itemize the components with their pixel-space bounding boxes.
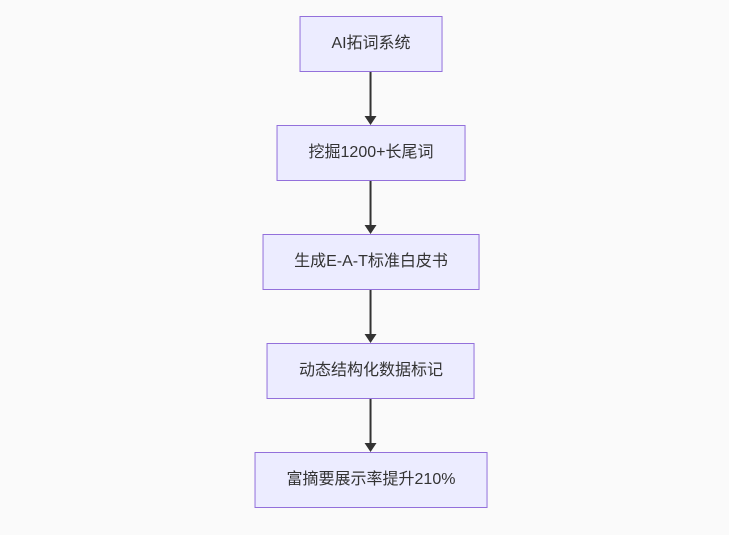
flow-edge-n3-n4 (364, 290, 378, 343)
edge-line (370, 399, 372, 449)
flow-node-ai-word-expansion-system: AI拓词系统 (299, 16, 443, 72)
edge-line (370, 181, 372, 231)
edge-line (370, 72, 372, 122)
edge-line (370, 290, 372, 340)
flow-edge-n1-n2 (364, 72, 378, 125)
flow-node-generate-eat-whitepaper: 生成E-A-T标准白皮书 (262, 234, 480, 290)
flow-node-rich-snippet-rate-increase: 富摘要展示率提升210% (254, 452, 488, 508)
flow-edge-n4-n5 (364, 399, 378, 452)
arrowhead-down-icon (365, 225, 377, 234)
arrowhead-down-icon (365, 116, 377, 125)
flowchart: AI拓词系统 挖掘1200+长尾词 生成E-A-T标准白皮书 动态结构化数据标记… (254, 16, 488, 508)
flow-node-mine-longtail-keywords: 挖掘1200+长尾词 (276, 125, 466, 181)
flow-node-dynamic-structured-data-markup: 动态结构化数据标记 (266, 343, 475, 399)
flow-edge-n2-n3 (364, 181, 378, 234)
arrowhead-down-icon (365, 334, 377, 343)
arrowhead-down-icon (365, 443, 377, 452)
